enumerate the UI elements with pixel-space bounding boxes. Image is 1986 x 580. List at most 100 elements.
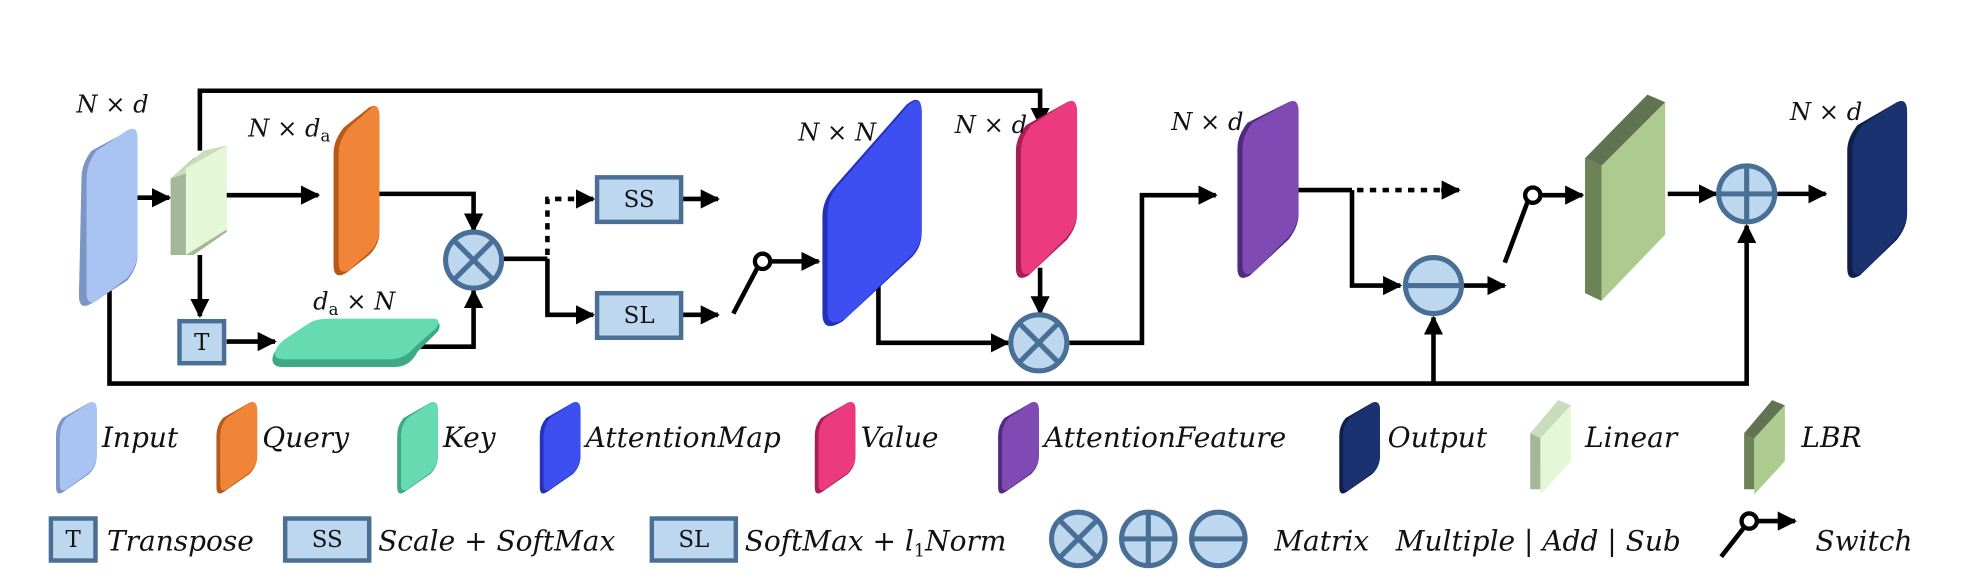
switch-1[interactable] bbox=[731, 251, 821, 315]
lbr-block[interactable] bbox=[1584, 94, 1666, 301]
value-face bbox=[1021, 100, 1078, 275]
linear-legend-icon bbox=[1540, 405, 1571, 495]
output-face bbox=[1852, 100, 1908, 275]
legend-sl-box-label: SL bbox=[678, 527, 709, 553]
key-face bbox=[274, 318, 439, 360]
legend-label-input: Input bbox=[101, 421, 179, 454]
matrix-multiply-2 bbox=[1008, 312, 1070, 374]
legend-label-query: Query bbox=[262, 421, 350, 454]
legend-item-lbr: LBR bbox=[1744, 400, 1862, 495]
legend-multiply-cross-b bbox=[1058, 519, 1098, 559]
attention-feature-legend-icon bbox=[1001, 402, 1039, 491]
scale-softmax-box[interactable]: SS bbox=[594, 175, 684, 225]
legend-label-output: Output bbox=[1388, 421, 1488, 454]
key-tensor bbox=[272, 318, 440, 368]
attention-map-legend-icon bbox=[543, 402, 581, 491]
key-dim-label: da × N bbox=[313, 288, 396, 319]
attention-map-dim-label: N × N bbox=[797, 118, 877, 146]
attention-feature-face bbox=[1242, 100, 1299, 275]
legend-label-lbr: LBR bbox=[1800, 421, 1861, 454]
arrow-attention-map-to-mult bbox=[876, 280, 1011, 353]
switch-pivot bbox=[1522, 185, 1543, 205]
attention-map-face bbox=[827, 101, 922, 323]
arrow-query-to-mult bbox=[379, 191, 484, 233]
legend-switch-icon bbox=[1739, 511, 1760, 531]
ss-box-rect bbox=[594, 175, 684, 225]
matrix-multiply-1 bbox=[443, 229, 505, 291]
legend-item-input: Input bbox=[56, 402, 179, 494]
value-tensor bbox=[1015, 100, 1078, 278]
transpose-box[interactable]: T bbox=[177, 318, 227, 366]
legend-switch-text: Switch bbox=[1815, 524, 1912, 557]
input-legend-icon bbox=[59, 402, 97, 491]
arrow-key-to-mult bbox=[420, 288, 484, 349]
linear-face bbox=[185, 145, 227, 255]
transpose-box-label: T bbox=[194, 330, 210, 356]
lbr-face bbox=[1601, 102, 1666, 301]
switch-2[interactable] bbox=[1502, 185, 1585, 264]
legend-ss-box bbox=[282, 516, 372, 563]
legend-label-attention-feature: AttentionFeature bbox=[1041, 421, 1286, 454]
input-dim-label: N × d bbox=[75, 90, 148, 118]
query-legend-icon bbox=[220, 402, 258, 491]
legend-ops-text: Matrix Multiple | Add | Sub bbox=[1273, 524, 1680, 557]
attention-map-tensor bbox=[822, 99, 922, 327]
switch-lever bbox=[1502, 200, 1530, 264]
legend-item-key: Key bbox=[397, 402, 497, 494]
legend-transpose-box bbox=[48, 516, 98, 563]
matrix-add bbox=[1716, 163, 1778, 225]
matrix-subtract bbox=[1402, 254, 1465, 317]
sl-box-rect bbox=[594, 290, 684, 340]
lbr-legend-icon bbox=[1754, 405, 1785, 495]
legend-row-1: Input Query Key AttentionMap Value AttentionF… bbox=[56, 400, 1862, 495]
input-tensor-face bbox=[86, 128, 138, 303]
multiply-cross-b bbox=[452, 239, 495, 281]
legend-ops: Matrix Multiple | Add | Sub bbox=[1049, 509, 1681, 569]
arrow-feature-to-sub bbox=[1349, 190, 1403, 296]
softmax-l1norm-box[interactable]: SL bbox=[594, 290, 684, 340]
legend-sl: SL SoftMax + l1Norm bbox=[649, 516, 1007, 563]
attention-feature-tensor bbox=[1237, 100, 1299, 278]
legend-switch: Switch bbox=[1719, 511, 1912, 559]
legend-ss-box-label: SS bbox=[312, 527, 343, 553]
sl-box-label: SL bbox=[624, 303, 655, 329]
connections bbox=[107, 88, 1828, 386]
linear-block[interactable] bbox=[170, 145, 227, 255]
legend-ss: SS Scale + SoftMax bbox=[282, 516, 615, 563]
dotted-wire-to-ss bbox=[545, 196, 591, 255]
legend-item-value: Value bbox=[814, 402, 939, 494]
legend-transpose-box-label: T bbox=[66, 527, 82, 553]
lbr-top bbox=[1584, 94, 1666, 166]
legend-label-value: Value bbox=[861, 421, 939, 454]
legend-label-linear: Linear bbox=[1584, 421, 1679, 454]
legend-icon-top bbox=[1744, 400, 1785, 439]
arrow-linear-to-value bbox=[197, 88, 1050, 151]
legend-sl-box bbox=[649, 516, 739, 563]
value-dim-label: N × d bbox=[954, 111, 1027, 139]
output-tensor bbox=[1847, 100, 1908, 278]
legend-icon-side bbox=[1744, 425, 1755, 490]
legend-item-output: Output bbox=[1339, 402, 1488, 494]
key-legend-icon bbox=[401, 402, 438, 491]
legend-sl-text: SoftMax + l1Norm bbox=[745, 524, 1007, 561]
legend-transpose-text: Transpose bbox=[107, 524, 254, 557]
arrow-mult-to-attention-feature bbox=[1069, 185, 1218, 346]
value-legend-icon bbox=[818, 402, 856, 491]
output-legend-icon bbox=[1343, 402, 1381, 491]
query-tensor bbox=[333, 106, 380, 276]
legend-item-linear: Linear bbox=[1530, 400, 1679, 495]
legend-row-2: T Transpose SS Scale + SoftMax SL SoftMa… bbox=[48, 509, 1912, 569]
legend-label-attention-map: AttentionMap bbox=[583, 421, 781, 454]
legend-icon-top bbox=[1530, 400, 1571, 439]
legend-item-attention-map: AttentionMap bbox=[539, 402, 781, 494]
input-tensor bbox=[78, 128, 138, 306]
legend-icon-side bbox=[1530, 425, 1541, 490]
multiply-cross-b bbox=[1017, 321, 1060, 364]
switch-pivot bbox=[752, 251, 773, 272]
legend-transpose: T Transpose bbox=[48, 516, 254, 563]
legend-switch-lever bbox=[1719, 526, 1746, 559]
query-face bbox=[338, 106, 380, 272]
switch-lever bbox=[731, 266, 760, 315]
legend-item-attention-feature: AttentionFeature bbox=[998, 402, 1286, 494]
